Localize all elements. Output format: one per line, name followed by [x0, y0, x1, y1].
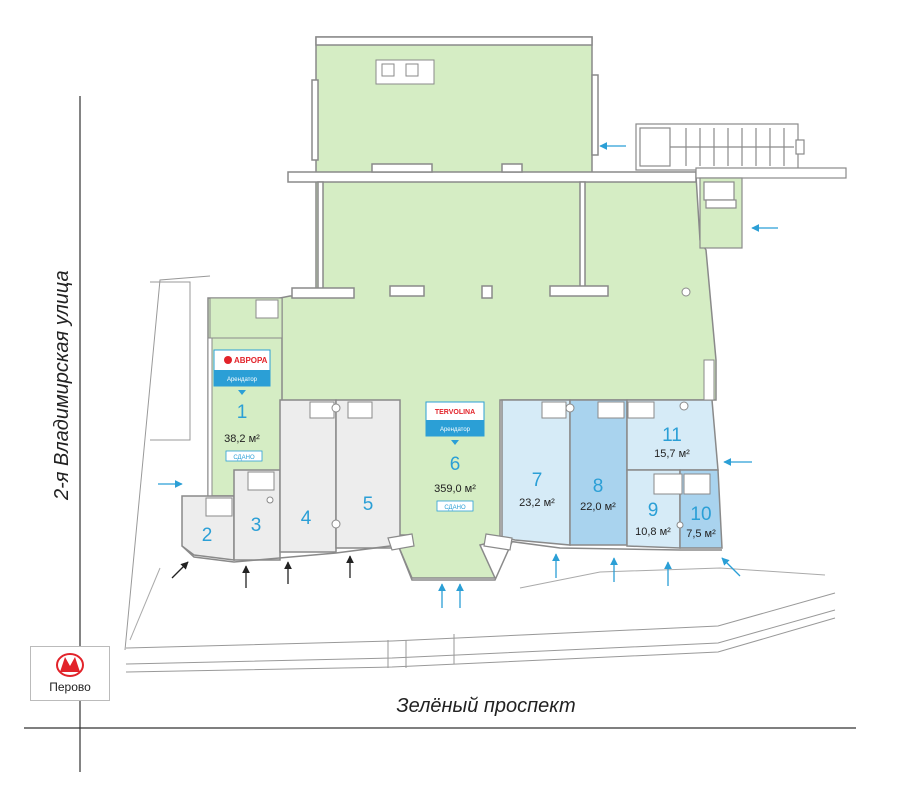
unit-number-5: 5	[363, 494, 374, 515]
unit-number-2: 2	[202, 525, 213, 546]
unit-number-8: 8	[593, 476, 604, 497]
unit-area-8: 22,0 м²	[580, 501, 616, 513]
unit-numbers: 1 2 3 4 5 6 7 8 9 10 11	[202, 402, 712, 546]
status-badge-6: СДАНО	[436, 500, 474, 512]
status-badge-1: СДАНО	[225, 450, 263, 462]
entrance-columns	[387, 533, 513, 551]
tenant-label-1: Арендатор	[227, 377, 258, 383]
metro-station-name: Перово	[49, 680, 91, 694]
unit-number-11: 11	[662, 425, 682, 446]
unit-area-7: 23,2 м²	[519, 497, 555, 509]
road-outline	[124, 275, 836, 673]
tenant-brand-6: TERVOLINA	[435, 409, 475, 416]
tenant-badge-unit-1: АВРОРА Арендатор	[213, 349, 271, 395]
facade	[181, 539, 722, 581]
status-text-6: СДАНО	[444, 505, 466, 511]
upper-fixtures	[375, 59, 691, 297]
status-text-1: СДАНО	[233, 455, 255, 461]
unit-area-11: 15,7 м²	[654, 448, 690, 460]
tenant-brand-1: АВРОРА	[234, 356, 268, 365]
unit-number-7: 7	[532, 470, 543, 491]
unit-number-3: 3	[251, 515, 262, 536]
metro-station-marker: Перово	[30, 646, 110, 701]
stairs	[635, 123, 847, 179]
entrance-arrows-black	[171, 555, 354, 588]
unit-1	[207, 297, 283, 497]
blue-fixtures	[541, 359, 715, 529]
street-name-horizontal: Зелёный проспект	[396, 695, 575, 717]
tenant-label-6: Арендатор	[440, 427, 471, 433]
unit-number-6: 6	[450, 454, 461, 475]
unit-number-1: 1	[237, 402, 248, 423]
tenant-badge-unit-6: TERVOLINA Арендатор	[425, 401, 485, 445]
metro-m-icon	[56, 653, 84, 677]
entrance-arrows-blue	[158, 142, 778, 608]
unit-number-10: 10	[690, 504, 711, 525]
unit-number-4: 4	[301, 508, 312, 529]
unit-area-6: 359,0 м²	[434, 483, 476, 495]
unit-area-10: 7,5 м²	[686, 528, 716, 540]
unit-areas: 38,2 м² 359,0 м² 23,2 м² 22,0 м² 10,8 м²…	[224, 433, 716, 540]
site-boundary	[129, 567, 826, 641]
unit-number-9: 9	[648, 500, 659, 521]
grey-fixtures	[205, 401, 373, 529]
service-block-right	[699, 177, 743, 249]
unit-area-1: 38,2 м²	[224, 433, 260, 445]
upper-walls	[287, 36, 697, 299]
street-name-vertical: 2-я Владимирская улица	[51, 270, 73, 501]
unit-area-9: 10,8 м²	[635, 526, 671, 538]
